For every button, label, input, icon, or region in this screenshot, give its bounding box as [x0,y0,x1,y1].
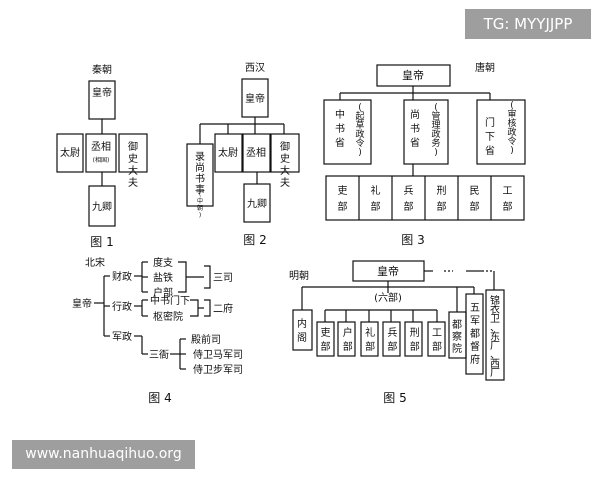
figure-4 [94,261,211,370]
fig3-ministry-dividers [358,176,492,220]
fig2-taiwei-box [214,133,243,173]
fig5-wujun: 五军都督府 [470,303,480,366]
fig4-hubu: 户部 [153,286,173,299]
fig4-dynasty: 北宋 [85,256,105,269]
fig3-emperor: 皇帝 [402,68,424,82]
fig4-xingzheng: 行政 [112,300,132,313]
fig1-chengxiang: 丞相 [91,140,111,153]
fig1-emperor: 皇帝 [92,86,112,99]
fig5-caption: 图 5 [383,391,406,405]
fig4-bujun: 侍卫步军司 [193,364,243,376]
fig2-dynasty: 西汉 [245,62,265,74]
fig5-jinyiwei: 锦衣卫、东厂、西厂 [490,294,500,379]
fig1-caption: 图 1 [90,235,113,249]
fig1-dynasty: 秦朝 [92,63,112,76]
fig5-ministry-label-6: 工部 [432,328,442,353]
fig2-chengxiang: 丞相 [246,146,266,159]
fig3-menxia: 门下省 [485,116,495,157]
fig5-ministry-label-3: 礼部 [365,326,375,353]
fig5-liubu: (六部) [374,291,402,304]
fig2-emperor: 皇帝 [245,92,265,105]
fig4-junzheng: 军政 [112,330,132,343]
fig5-ministry-1-box [316,321,335,357]
fig5-ministry-2-box [337,321,356,357]
fig5-jinyiwei-box [485,289,505,381]
fig3-shangshu-box [403,99,449,165]
fig3-ministry-label-5: 民部 [470,185,480,213]
fig1-jiuqing-box [88,185,116,227]
fig5-ministry-label-1: 吏部 [321,326,331,353]
fig3-ministry-label-3: 兵部 [404,184,414,213]
fig4-majun: 侍卫马军司 [193,349,243,361]
fig1-jiuqing: 九卿 [92,201,112,213]
fig2-yushi-box [270,133,300,173]
watermark-bottom: www.nanhuaqihuo.org [12,440,195,469]
fig4-erfu: 二府 [213,302,233,315]
fig3-ministry-label-2: 礼部 [371,184,381,213]
fig1-taiwei-box [56,133,84,173]
fig3-zhongshu-box [323,99,372,165]
fig5-ministry-label-2: 户部 [343,326,353,353]
fig2-caption: 图 2 [243,233,266,247]
fig2-shangshu: 录尚书事 [195,151,205,196]
fig1-emperor-box [88,80,116,120]
fig5-neige: 内阁 [297,317,307,344]
fig1-yushi-box [118,133,148,173]
fig3-shangshu-role: (管理政务) [431,103,440,158]
fig1-yushi: 御史大夫 [128,140,138,189]
fig4-yantie: 盐铁 [153,271,173,284]
fig4-shumi: 枢密院 [153,310,183,323]
fig5-duchayuan: 都察院 [452,319,462,355]
fig4-dianqian: 殿前司 [191,333,221,346]
fig3-shangshu: 尚书省 [410,108,420,149]
fig5-ministry-label-5: 刑部 [410,326,420,353]
fig5-ministry-3-box [360,321,379,357]
fig1-chengxiang-note: (相国) [93,156,110,164]
fig5-ministry-6-box [427,321,446,357]
fig1-taiwei: 太尉 [60,146,80,159]
fig3-menxia-role: (审核政令) [507,101,516,156]
fig3-zhongshu-role: (起草政令) [355,103,364,158]
fig3-ministry-label-6: 工部 [503,186,513,213]
fig3-ministry-label-1: 吏部 [338,184,348,213]
fig3-ministry-label-4: 刑部 [437,184,447,213]
fig4-duzhi: 度支 [153,256,173,269]
fig3-menxia-box [476,99,526,165]
fig5-wujun-box [465,293,484,375]
fig4-caption: 图 4 [148,391,171,405]
fig4-emperor: 皇帝 [72,297,92,310]
fig4-sansi: 三司 [213,273,233,284]
figure-2 [186,78,300,223]
fig3-caption: 图 3 [401,233,424,247]
fig4-caizheng: 财政 [112,270,132,283]
fig2-shangshu-box [186,143,214,207]
fig3-dynasty: 唐朝 [475,61,495,74]
fig1-emperor-label: 皇帝 [92,86,112,99]
fig5-ministry-5-box [404,321,423,357]
fig5-neige-box [292,309,313,351]
fig5-dynasty: 明朝 [289,270,309,282]
watermark-top: TG: MYYJJPP [465,9,591,39]
fig4-zhongshu: 中书门下 [150,294,190,307]
fig3-zhongshu: 中书省 [335,108,345,149]
fig2-taiwei: 太尉 [218,146,238,159]
figure-1 [56,80,148,227]
fig1-chengxiang-box [85,133,117,173]
fig4-sanya: 三衙 [149,348,169,361]
fig5-emperor: 皇帝 [377,264,399,278]
figure-5 [292,260,505,381]
fig2-jiuqing: 九卿 [247,198,267,210]
fig2-jiuqing-box [243,183,271,223]
fig5-ministry-label-4: 兵部 [387,326,397,353]
fig5-ministry-4-box [382,321,401,357]
fig2-yushi: 御史大夫 [280,140,290,189]
fig2-shangshu-note: (中朝) [197,191,203,219]
